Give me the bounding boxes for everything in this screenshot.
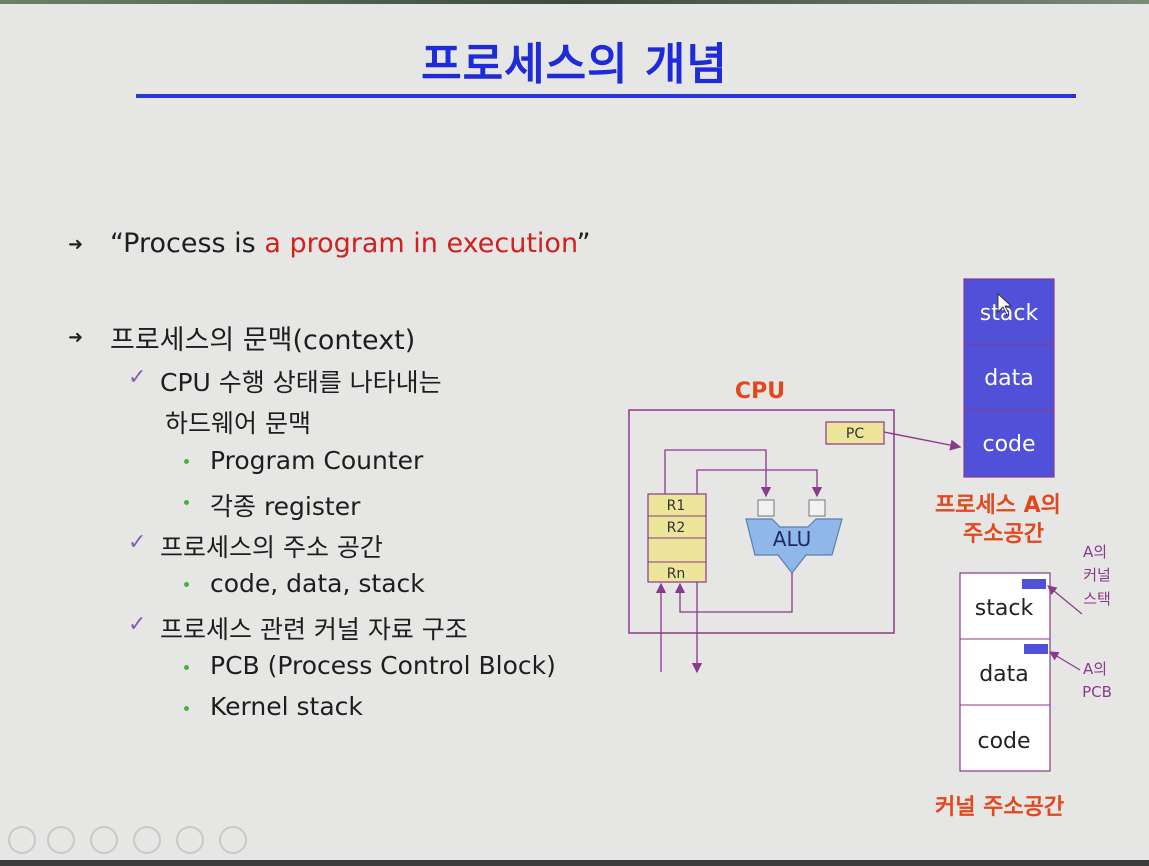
- alu-to-reg-wire: [674, 573, 793, 613]
- kern-stack-segment: stack: [975, 596, 1034, 621]
- pc-to-code-arrow: [883, 431, 962, 451]
- slide-title: 프로세스의 개념: [421, 39, 728, 90]
- quote-prefix: “Process is: [110, 228, 265, 259]
- r1-label: R1: [667, 498, 686, 514]
- prev-icon[interactable]: [8, 826, 36, 854]
- process-quote: “Process is a program in execution”: [110, 228, 591, 259]
- kernel-caption: 커널 주소공간: [935, 795, 1065, 820]
- context-heading: 프로세스의 문맥(context): [110, 325, 416, 356]
- mouse-cursor-icon: [997, 293, 1013, 316]
- code-data-stack-item: code, data, stack: [210, 569, 425, 598]
- zoom-icon[interactable]: [176, 826, 204, 854]
- top-window-strip: [0, 0, 1149, 4]
- dot-bullet-icon: [184, 500, 189, 505]
- cpu-state-line-2: 하드웨어 문맥: [165, 409, 311, 438]
- dot-bullet-icon: [184, 706, 189, 711]
- alu-unit: [745, 518, 843, 574]
- title-underline: [136, 94, 1076, 98]
- bottom-window-strip: [0, 860, 1149, 866]
- process-a-caption-1: 프로세스 A의: [935, 493, 1061, 518]
- quote-highlight: a program in execution: [264, 228, 577, 259]
- reg-to-alu-wire-1: [664, 449, 772, 498]
- kernel-stack-marker: [1022, 579, 1046, 589]
- pcb-marker: [1024, 644, 1048, 654]
- kernel-address-space: stack data code: [959, 572, 1051, 772]
- process-a-caption-2: 주소공간: [963, 522, 1044, 547]
- pen-icon[interactable]: [90, 826, 118, 854]
- pcb-item: PCB (Process Control Block): [210, 651, 556, 680]
- dot-bullet-icon: [184, 459, 189, 464]
- proc-data-segment: data: [984, 366, 1034, 391]
- kern-stack-note-2: 커널: [1083, 566, 1111, 584]
- proc-code-segment: code: [982, 432, 1035, 457]
- kern-stack-note-3: 스택: [1083, 590, 1111, 608]
- r2-label: R2: [667, 520, 686, 536]
- alu-label: ALU: [773, 527, 811, 551]
- address-space-heading: 프로세스의 주소 공간: [160, 533, 383, 562]
- pcb-note-arrow: [1048, 651, 1081, 671]
- next-icon[interactable]: [47, 826, 75, 854]
- kern-stack-note-1: A의: [1083, 543, 1107, 561]
- arrow-bullet-icon: ➜: [68, 234, 84, 255]
- kern-pcb-note-1: A의: [1083, 660, 1107, 678]
- rn-label: Rn: [667, 566, 686, 582]
- reg-to-alu-wire-2: [696, 469, 823, 498]
- pc-label: PC: [846, 426, 864, 442]
- process-a-address-space: stack data code: [963, 278, 1055, 478]
- quote-suffix: ”: [576, 228, 591, 259]
- check-bullet-icon: ✓: [128, 530, 147, 555]
- kern-data-segment: data: [979, 662, 1029, 687]
- kernel-stack-item: Kernel stack: [210, 692, 363, 721]
- more-icon[interactable]: [219, 826, 247, 854]
- registers-item: 각종 register: [210, 492, 361, 521]
- check-bullet-icon: ✓: [128, 612, 147, 637]
- cpu-state-line-1: CPU 수행 상태를 나타내는: [160, 368, 442, 397]
- dot-bullet-icon: [184, 665, 189, 670]
- cpu-label: CPU: [735, 379, 785, 404]
- arrow-bullet-icon: ➜: [68, 327, 84, 348]
- kernel-stack-note-arrow: [1047, 585, 1083, 615]
- kernel-structures-heading: 프로세스 관련 커널 자료 구조: [160, 615, 468, 644]
- program-counter-item: Program Counter: [210, 446, 424, 475]
- slides-icon[interactable]: [133, 826, 161, 854]
- pc-register: [825, 421, 885, 445]
- kern-code-segment: code: [977, 729, 1030, 754]
- check-bullet-icon: ✓: [128, 365, 147, 390]
- dot-bullet-icon: [184, 582, 189, 587]
- kern-pcb-note-2: PCB: [1082, 683, 1112, 701]
- cpu-frame: [628, 409, 895, 634]
